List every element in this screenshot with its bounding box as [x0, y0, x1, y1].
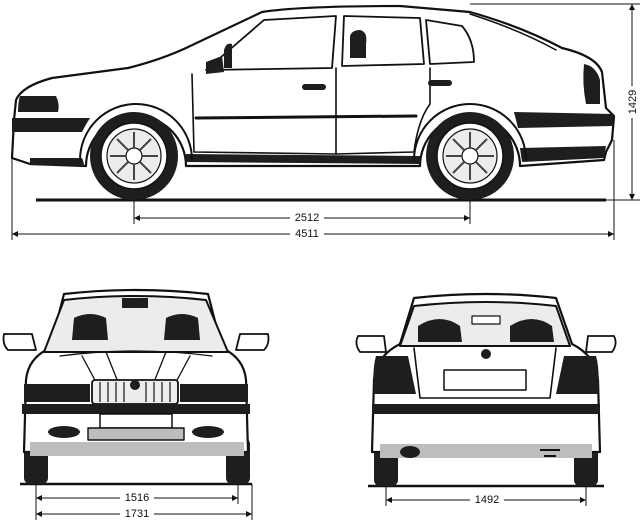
- rear-right-mirror: [585, 335, 617, 353]
- length-label: 4511: [295, 228, 319, 240]
- rear-bumper-strip: [372, 404, 600, 414]
- height-dimension: 1429: [470, 3, 640, 201]
- wheelbase-label: 2512: [295, 212, 319, 224]
- front-badge: [130, 380, 140, 390]
- front-lower-intake: [87, 427, 185, 441]
- front-left-foglight: [48, 426, 80, 438]
- side-front-door: [191, 67, 337, 155]
- side-rear-lower: [520, 146, 606, 162]
- rear-tailgate: [413, 347, 557, 399]
- front-right-mirror: [235, 333, 270, 351]
- side-rear-arch: [413, 103, 527, 161]
- front-right-foglight: [192, 426, 224, 438]
- width-dimension: 1731: [36, 484, 253, 520]
- front-rear-view-mirror: [122, 298, 148, 308]
- side-rear-bumper: [514, 112, 614, 128]
- rear-track-label: 1492: [475, 494, 499, 506]
- side-headrest-front: [350, 30, 367, 58]
- side-sill: [186, 154, 420, 164]
- front-track-dimension: 1516: [35, 484, 239, 520]
- side-front-handle: [302, 84, 326, 90]
- rear-exhaust: [400, 446, 420, 458]
- rear-plate: [443, 369, 527, 391]
- front-headrest-right: [164, 314, 200, 340]
- rear-brake-light: [471, 315, 501, 325]
- side-front-arch: [79, 103, 193, 161]
- front-left-headlight: [24, 384, 90, 402]
- side-front-lip: [30, 158, 84, 166]
- rear-headrest-left: [418, 319, 462, 342]
- wheelbase-dimension: 2512: [133, 200, 471, 224]
- rear-left-mirror: [355, 335, 387, 353]
- side-tail-light: [583, 64, 600, 104]
- length-dimension: 4511: [11, 140, 615, 240]
- side-rear-wheel: [426, 112, 514, 200]
- front-track-label: 1516: [125, 492, 149, 504]
- rear-badge: [481, 349, 491, 359]
- front-left-mirror: [2, 333, 37, 351]
- front-plate: [99, 413, 173, 429]
- front-bumper-strip: [22, 404, 250, 414]
- front-hood-lines: [59, 350, 213, 383]
- side-headlight: [18, 96, 59, 112]
- side-view: 2512 4511 1429: [10, 3, 640, 240]
- rear-track-dimension: 1492: [385, 486, 587, 506]
- side-mirror: [206, 56, 224, 74]
- side-rear-glass: [469, 13, 557, 51]
- rear-headrest-right: [510, 319, 554, 342]
- side-quarter-window: [425, 19, 475, 65]
- front-right-headlight: [180, 384, 248, 402]
- rear-right-taillight: [556, 356, 599, 394]
- front-headrest-left: [72, 314, 108, 340]
- width-label: 1731: [125, 508, 149, 520]
- rear-undertray: [380, 444, 592, 458]
- side-front-window: [205, 15, 337, 71]
- side-front-bumper: [12, 118, 90, 132]
- front-view: 1516 1731: [2, 288, 270, 520]
- front-undertray: [30, 442, 244, 456]
- height-label: 1429: [627, 90, 639, 114]
- rear-left-taillight: [373, 356, 416, 394]
- side-front-wheel: [90, 112, 178, 200]
- rear-view: 1492: [355, 292, 617, 506]
- side-rear-handle: [428, 80, 452, 86]
- side-body-moulding: [194, 114, 418, 120]
- side-headrest-driver: [224, 43, 232, 68]
